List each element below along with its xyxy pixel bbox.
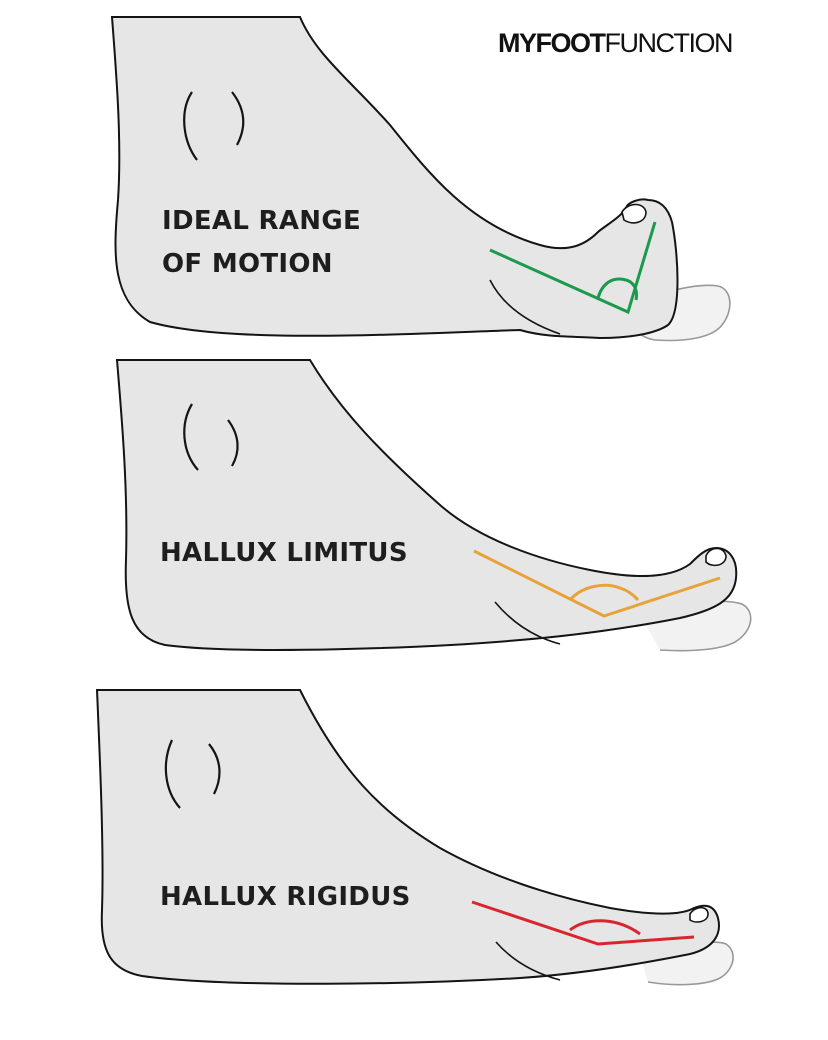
label-line: OF MOTION	[162, 249, 333, 279]
angle-marker	[473, 549, 721, 618]
label-line: HALLUX LIMITUS	[160, 538, 408, 568]
foot-outline	[115, 359, 738, 651]
foot-rigidus	[95, 689, 734, 986]
angle-marker	[471, 900, 695, 946]
foot-ideal	[110, 16, 731, 342]
label-line: HALLUX RIGIDUS	[160, 882, 411, 912]
toenail	[689, 906, 709, 923]
brand-logo: MYFOOTFUNCTION	[498, 28, 734, 58]
brand-part-light: FUNCTION	[604, 28, 734, 58]
brand-part-bold: MYFOOT	[498, 28, 606, 58]
ankle-bone-icon	[183, 403, 199, 471]
foot-outline	[110, 16, 679, 340]
foot-outline	[95, 689, 720, 985]
label-limitus: HALLUX LIMITUS	[160, 532, 408, 575]
label-line: IDEAL RANGE	[162, 206, 362, 236]
label-rigidus: HALLUX RIGIDUS	[160, 876, 411, 919]
toenail	[621, 203, 647, 224]
ankle-bone-icon	[183, 91, 198, 161]
angle-marker	[489, 221, 657, 315]
foot-limitus	[115, 359, 752, 652]
toenail	[705, 547, 727, 567]
label-ideal: IDEAL RANGE OF MOTION	[162, 200, 361, 286]
ankle-bone-icon	[164, 739, 181, 809]
